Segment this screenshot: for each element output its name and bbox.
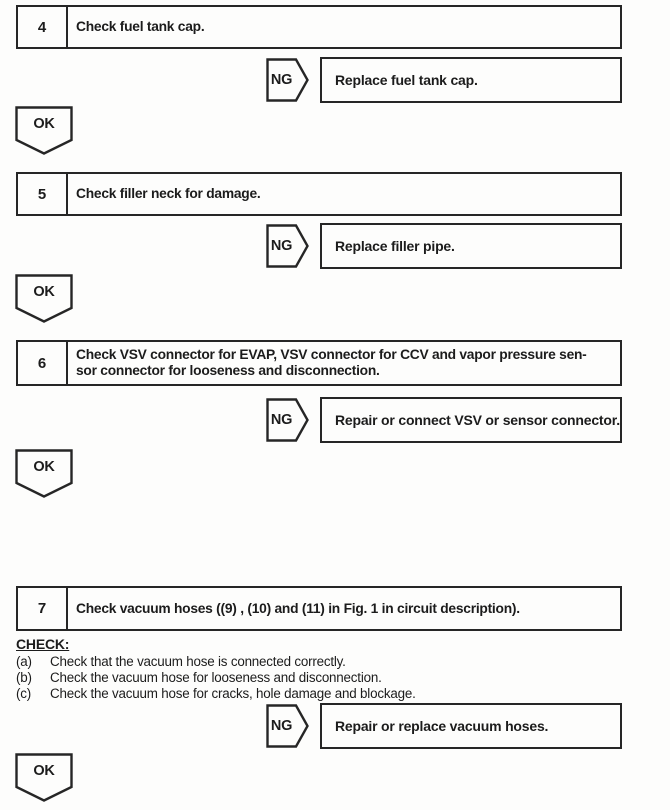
step-number: 4 xyxy=(18,7,68,47)
ok-label: OK xyxy=(33,762,55,779)
ng-pentagon-icon xyxy=(266,224,309,268)
step-5-box: 5 Check filler neck for damage. xyxy=(16,172,622,216)
ok-label: OK xyxy=(33,283,55,300)
step-title-line: Check fuel tank cap. xyxy=(76,19,205,34)
ng-connector: NG xyxy=(266,398,309,442)
step-7-box: 7 Check vacuum hoses ((9) , (10) and (11… xyxy=(16,586,622,631)
ng-action-box: Replace fuel tank cap. xyxy=(320,57,622,103)
ng-label: NG xyxy=(270,718,293,734)
ok-connector: OK xyxy=(15,106,73,155)
ng-connector: NG xyxy=(266,704,309,748)
step-title: Check vacuum hoses ((9) , (10) and (11) … xyxy=(68,588,620,629)
ng-pentagon-icon xyxy=(266,704,309,748)
ng-action-box: Repair or replace vacuum hoses. xyxy=(320,703,622,749)
step-title-line: sor connector for looseness and disconne… xyxy=(76,363,380,378)
step-number: 7 xyxy=(18,588,68,629)
ng-connector: NG xyxy=(266,224,309,268)
check-item-text: Check that the vacuum hose is connected … xyxy=(50,654,346,669)
step-number: 5 xyxy=(18,174,68,214)
step-title-line: Check filler neck for damage. xyxy=(76,186,261,201)
check-item: (c) Check the vacuum hose for cracks, ho… xyxy=(16,686,636,701)
ng-action-text: Replace fuel tank cap. xyxy=(335,72,478,88)
check-item-label: (b) xyxy=(16,670,32,685)
step-title: Check VSV connector for EVAP, VSV connec… xyxy=(68,342,620,384)
check-item-label: (c) xyxy=(16,686,32,701)
ok-connector: OK xyxy=(15,449,73,498)
ok-pentagon-icon xyxy=(15,449,73,498)
ng-pentagon-icon xyxy=(266,398,309,442)
check-item-label: (a) xyxy=(16,654,32,669)
ok-connector: OK xyxy=(15,274,73,323)
ng-label: NG xyxy=(270,412,293,428)
step-4-box: 4 Check fuel tank cap. xyxy=(16,5,622,49)
step-6-box: 6 Check VSV connector for EVAP, VSV conn… xyxy=(16,340,622,386)
ok-connector: OK xyxy=(15,753,73,802)
check-item-text: Check the vacuum hose for looseness and … xyxy=(50,670,382,685)
step-title-line: Check vacuum hoses ((9) , (10) and (11) … xyxy=(76,600,520,616)
step-number: 6 xyxy=(18,342,68,384)
ng-connector: NG xyxy=(266,58,309,102)
ok-label: OK xyxy=(33,458,55,475)
ng-action-text: Repair or replace vacuum hoses. xyxy=(335,718,549,734)
step-title: Check filler neck for damage. xyxy=(68,174,620,214)
ng-label: NG xyxy=(270,238,293,254)
ng-action-text: Replace filler pipe. xyxy=(335,238,455,254)
ok-pentagon-icon xyxy=(15,274,73,323)
check-heading: CHECK: xyxy=(16,636,70,652)
ok-pentagon-icon xyxy=(15,106,73,155)
ng-pentagon-icon xyxy=(266,58,309,102)
step-title: Check fuel tank cap. xyxy=(68,7,620,47)
check-item: (a) Check that the vacuum hose is connec… xyxy=(16,654,636,669)
ng-action-box: Repair or connect VSV or sensor connecto… xyxy=(320,397,622,443)
ng-action-text: Repair or connect VSV or sensor connecto… xyxy=(335,412,620,428)
ng-action-box: Replace filler pipe. xyxy=(320,223,622,269)
ok-label: OK xyxy=(33,115,55,132)
check-item: (b) Check the vacuum hose for looseness … xyxy=(16,670,636,685)
ng-label: NG xyxy=(270,72,293,88)
ok-pentagon-icon xyxy=(15,753,73,802)
check-item-text: Check the vacuum hose for cracks, hole d… xyxy=(50,686,416,701)
step-title-line: Check VSV connector for EVAP, VSV connec… xyxy=(76,347,587,362)
